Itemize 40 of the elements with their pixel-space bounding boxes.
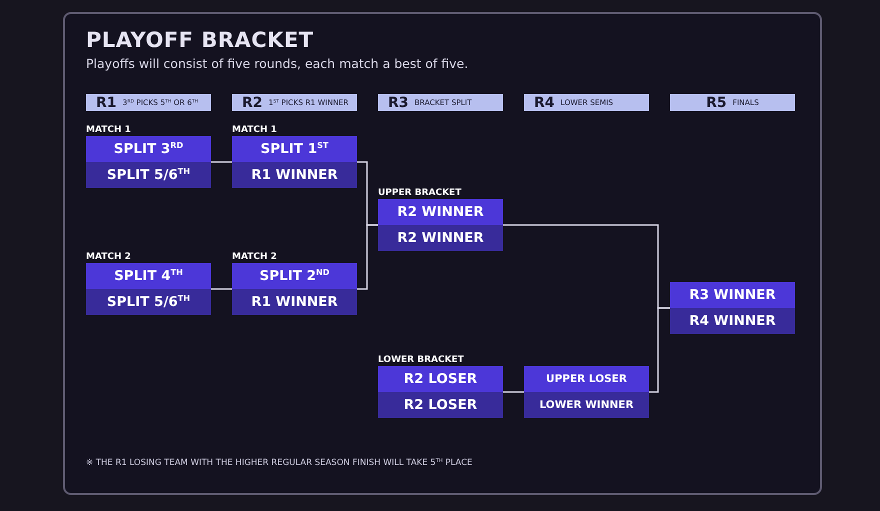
round-number: R2 bbox=[242, 94, 263, 110]
team-slot: SPLIT 2$^{ND}$ bbox=[232, 263, 357, 289]
round-number: R4 bbox=[534, 94, 555, 110]
team-slot: R2 WINNER bbox=[378, 225, 503, 251]
footnote: ※ THE R1 LOSING TEAM WITH THE HIGHER REGULAR SEASON FINISH WILL TAKE 5$^{TH}$ PLACE bbox=[86, 458, 472, 468]
round-number: R3 bbox=[388, 94, 409, 110]
team-slot: R1 WINNER bbox=[232, 289, 357, 315]
match-heading: MATCH 1 bbox=[86, 124, 132, 136]
round-header bbox=[524, 94, 649, 111]
team-slot: LOWER WINNER bbox=[524, 392, 649, 418]
bracket-line bbox=[357, 224, 378, 290]
round-header bbox=[378, 94, 503, 111]
team-slot: SPLIT 5/6$^{TH}$ bbox=[86, 162, 211, 188]
match-heading: MATCH 2 bbox=[86, 251, 132, 263]
title: PLAYOFF BRACKET bbox=[86, 28, 314, 52]
bracket-line bbox=[211, 288, 232, 290]
round-number: R1 bbox=[96, 94, 117, 110]
subtitle: Playoffs will consist of five rounds, each match a best of five. bbox=[86, 56, 468, 71]
round-number: R5 bbox=[706, 94, 727, 110]
bracket-line bbox=[211, 161, 232, 163]
team-slot: R3 WINNER bbox=[670, 282, 795, 308]
team-slot: UPPER LOSER bbox=[524, 366, 649, 392]
match-heading: UPPER BRACKET bbox=[378, 187, 462, 199]
team-slot: R2 LOSER bbox=[378, 392, 503, 418]
team-slot: SPLIT 1$^{ST}$ bbox=[232, 136, 357, 162]
match-heading: MATCH 2 bbox=[232, 251, 278, 263]
team-slot: SPLIT 3$^{RD}$ bbox=[86, 136, 211, 162]
team-slot: R1 WINNER bbox=[232, 162, 357, 188]
round-header bbox=[86, 94, 211, 111]
match-heading: LOWER BRACKET bbox=[378, 354, 465, 366]
match-heading: MATCH 1 bbox=[232, 124, 278, 136]
bracket-line bbox=[649, 307, 670, 393]
round-header bbox=[670, 94, 795, 111]
team-slot: R4 WINNER bbox=[670, 308, 795, 334]
round-header bbox=[232, 94, 357, 111]
bracket-line bbox=[503, 391, 524, 393]
team-slot: SPLIT 4$^{TH}$ bbox=[86, 263, 211, 289]
team-slot: SPLIT 5/6$^{TH}$ bbox=[86, 289, 211, 315]
team-slot: R2 WINNER bbox=[378, 199, 503, 225]
team-slot: R2 LOSER bbox=[378, 366, 503, 392]
